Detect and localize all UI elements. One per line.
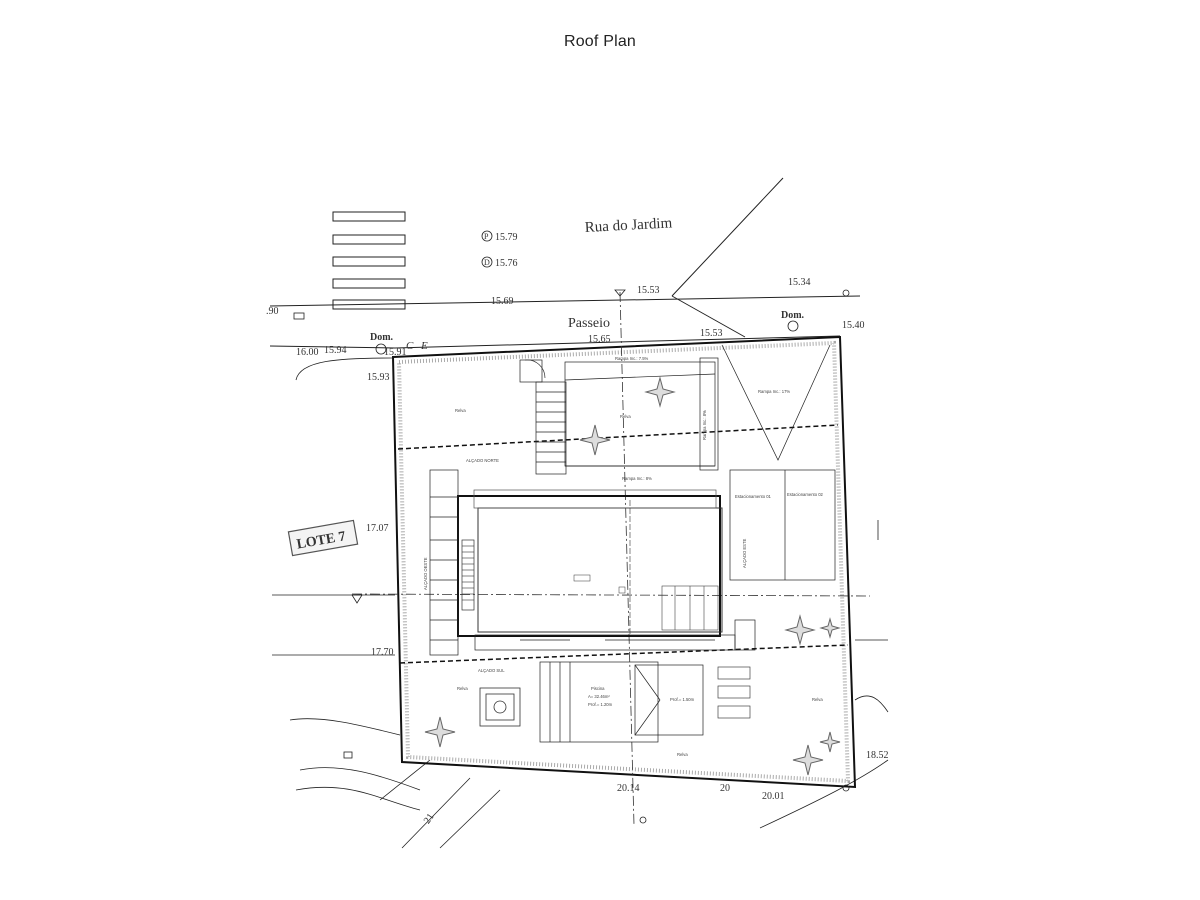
level-20-14: 20.14 [617,783,640,794]
sidewalk-label: Passeio [568,316,610,331]
level-15-94: 15.94 [324,345,347,356]
utility-marker-symbol-2: D [484,258,490,267]
level-18-52: 18.52 [866,750,889,761]
room-relva-center: Relva [620,414,631,419]
crosswalk [332,211,406,310]
level-15-91: 15.91 [384,347,407,358]
ce-label-c: C [406,340,414,352]
room-rampa-top: Rampa Inc.: 7.5% [615,356,649,361]
room-alcado-este: ALÇADO ESTE [742,538,747,568]
dom-label-left: Dom. [370,332,394,343]
level-16-00: 16.00 [296,347,319,358]
level-15-40: 15.40 [842,320,865,331]
room-alcado-sul: ALÇADO SUL [478,668,505,673]
ce-label-e: E [420,340,428,352]
room-piscina-area: A= 32.46m² [588,694,610,699]
level-15-53-walk: 15.53 [700,328,723,339]
room-relva-se: Relva [812,697,823,702]
room-alcado-norte: ALÇADO NORTE [466,458,499,463]
level-15-65: 15.65 [588,334,611,345]
room-relva-sw: Relva [457,686,468,691]
trees [424,376,841,776]
room-piscina: Piscina [591,686,605,691]
utility-marker-level-1: 15.79 [495,232,518,243]
utility-marker-symbol-1: P [484,232,489,241]
page-title: Roof Plan [563,33,637,50]
jacuzzi [479,687,521,727]
main-building [457,489,723,637]
street-lines [269,177,861,349]
dom-label-right: Dom. [781,310,805,321]
level-21: 21 [422,812,437,827]
contour-lines [272,357,889,849]
section-lines [397,424,849,664]
room-estacionamento-1: Estacionamento 01 [735,494,772,499]
level-17-70: 17.70 [371,647,394,658]
level-20-01: 20.01 [762,791,785,802]
level-17-07: 17.07 [366,523,389,534]
level-15-69: 15.69 [491,296,514,307]
axis-lines [351,291,871,826]
room-relva-nw: Relva [455,408,466,413]
lot-label-box [287,519,359,557]
level-edge-left: .90 [266,306,279,317]
street-name: Rua do Jardim [584,215,673,236]
room-rampa-right: Rampa Inc.: 17% [758,389,790,394]
room-alcado-oeste: ALÇADO OESTE [423,557,428,590]
level-15-53-street: 15.53 [637,285,660,296]
sun-loungers [717,666,751,719]
level-15-34: 15.34 [788,277,811,288]
map-symbols [293,230,850,824]
room-rampa-mid: Rampa Inc.: 8% [622,476,652,481]
level-20: 20 [720,783,730,794]
site-boundary [391,335,857,789]
room-rampa-vertical: Rampa Inc.: 8% [702,410,707,440]
room-estacionamento-2: Estacionamento 02 [787,492,824,497]
utility-marker-level-2: 15.76 [495,258,518,269]
room-prof-right: Prof.= 1.50m [670,697,695,702]
level-15-93: 15.93 [367,372,390,383]
landscape-walls [429,344,836,743]
room-relva-south: Relva [677,752,688,757]
room-piscina-depth: Prof.= 1.20m [588,702,613,707]
